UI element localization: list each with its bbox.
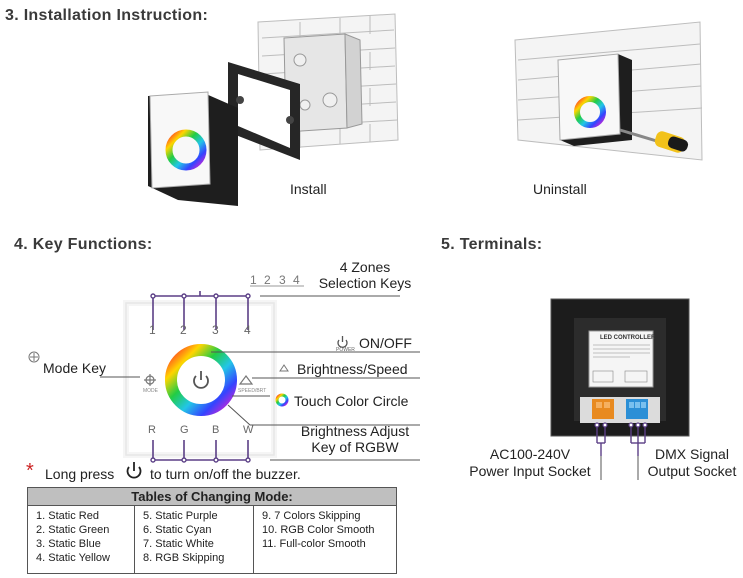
dmx-socket-line2: Output Socket	[647, 463, 737, 479]
brick-wall-install	[257, 13, 399, 151]
power-socket-line2: Power Input Socket	[469, 463, 591, 479]
zone-callout-lines	[152, 291, 249, 330]
callout-dots	[150, 293, 251, 463]
power-icon	[193, 371, 209, 389]
uninstall-label: Uninstall	[533, 181, 587, 197]
buzzer-star-icon: *	[26, 460, 34, 482]
mode-icon	[144, 374, 156, 386]
zone-digit-3: 3	[279, 273, 286, 287]
mode-item: 7. Static White	[143, 538, 214, 550]
brightness-glyph	[279, 364, 289, 372]
zones-label-line2: Selection Keys	[318, 275, 412, 291]
panel-key-w[interactable]: W	[243, 424, 254, 436]
dmx-terminal-block	[626, 399, 648, 419]
dmx-output-socket-label: DMX Signal Output Socket	[640, 446, 743, 480]
panel-key-g[interactable]: G	[180, 424, 189, 436]
mode-item: 5. Static Purple	[143, 510, 218, 522]
panel-install	[148, 91, 238, 206]
power-socket-line1: AC100-240V	[489, 446, 571, 462]
controller-title: LED CONTROLLER	[600, 335, 656, 341]
sticker-text-lines	[592, 344, 650, 383]
mode-item: 8. RGB Skipping	[143, 552, 225, 564]
panel-key-b[interactable]: B	[212, 424, 220, 436]
brightness-adjust-line2: Key of RGBW	[311, 439, 399, 455]
brick-wall-uninstall	[514, 21, 703, 161]
mode-item: 1. Static Red	[36, 510, 99, 522]
mode-item: 4. Static Yellow	[36, 552, 110, 564]
panel-uninstall	[557, 53, 632, 146]
controller-back-plate	[550, 298, 690, 437]
dmx-socket-line1: DMX Signal	[655, 446, 729, 462]
zone-digit-1: 1	[250, 273, 257, 287]
zones-label-line1: 4 Zones	[339, 259, 391, 275]
screwdriver-icon	[619, 128, 689, 153]
panel-zone-key-3[interactable]: 3	[212, 323, 219, 337]
mode-item: 6. Static Cyan	[143, 524, 212, 536]
mode-caption: MODE	[143, 388, 158, 394]
buzzer-note-before: Long press	[45, 466, 115, 482]
mode-table-column-3: 9. 7 Colors Skipping 10. RGB Color Smoot…	[254, 506, 396, 573]
mode-table-column-1: 1. Static Red 2. Static Green 3. Static …	[28, 506, 135, 573]
mode-item: 9. 7 Colors Skipping	[262, 510, 361, 522]
zones-selection-label: 4 Zones Selection Keys	[300, 259, 430, 291]
power-terminal-block	[592, 399, 614, 419]
mode-table: Tables of Changing Mode: 1. Static Red 2…	[27, 487, 397, 574]
power-input-socket-label: AC100-240V Power Input Socket	[458, 446, 602, 480]
mode-key-label: Mode Key	[43, 360, 107, 376]
buzzer-power-icon	[126, 462, 142, 479]
mode-item: 11. Full-color Smooth	[262, 538, 366, 550]
junction-box	[283, 33, 363, 133]
touch-color-circle	[165, 344, 237, 416]
touch-circle-glyph	[275, 393, 289, 407]
mode-table-column-2: 5. Static Purple 6. Static Cyan 7. Stati…	[135, 506, 254, 573]
touch-color-circle-label: Touch Color Circle	[294, 393, 409, 409]
brightness-speed-label: Brightness/Speed	[297, 361, 408, 377]
key-functions-heading: 4. Key Functions:	[14, 236, 153, 253]
buzzer-note-after: to turn on/off the buzzer.	[150, 466, 301, 482]
mode-item: 10. RGB Color Smooth	[262, 524, 375, 536]
power-caption: POWER	[336, 347, 355, 353]
install-label: Install	[290, 181, 327, 197]
terminals-heading: 5. Terminals:	[441, 236, 543, 253]
panel-key-r[interactable]: R	[148, 424, 156, 436]
mode-item: 3. Static Blue	[36, 538, 101, 550]
speed-icon	[238, 375, 254, 385]
mounting-frame	[228, 62, 300, 160]
mode-key-glyph	[28, 351, 40, 363]
on-off-label: ON/OFF	[359, 335, 412, 351]
rgbw-callout-lines	[152, 440, 249, 461]
brightness-adjust-label: Brightness Adjust Key of RGBW	[290, 423, 420, 455]
terminal-callout-lines	[596, 425, 646, 456]
brightness-adjust-line1: Brightness Adjust	[300, 423, 410, 439]
panel-zone-key-2[interactable]: 2	[180, 323, 187, 337]
speed-caption: SPEED/BRT	[238, 388, 267, 394]
zone-digit-2: 2	[264, 273, 271, 287]
on-off-glyph	[337, 336, 348, 348]
panel-zone-key-1[interactable]: 1	[149, 323, 156, 337]
panel-zone-key-4[interactable]: 4	[244, 323, 251, 337]
installation-heading: 3. Installation Instruction:	[5, 7, 209, 24]
mode-item: 2. Static Green	[36, 524, 110, 536]
mode-table-title: Tables of Changing Mode:	[28, 488, 396, 506]
zone-digit-4: 4	[293, 273, 300, 287]
